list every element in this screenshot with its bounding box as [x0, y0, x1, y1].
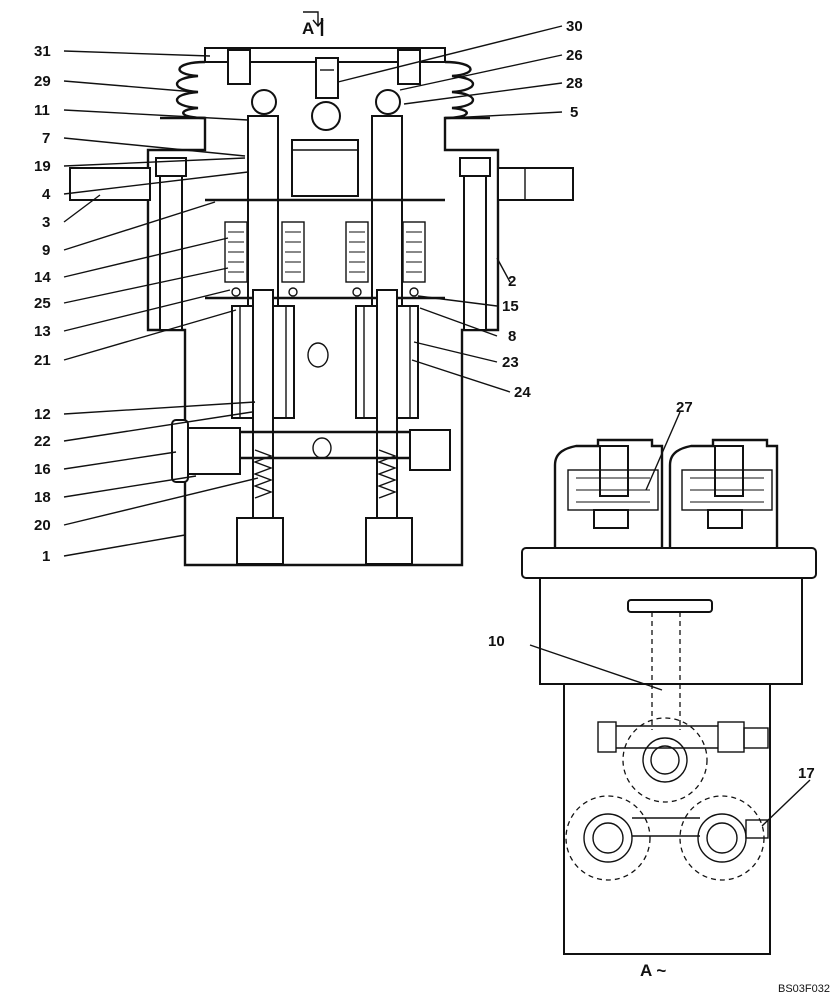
flange-left [69, 167, 151, 201]
flange-right [497, 167, 574, 201]
label-10: 10 [488, 633, 505, 650]
view-marker-bottom: A ~ [640, 961, 666, 980]
boot-left [176, 60, 206, 120]
label-13: 13 [34, 323, 51, 340]
center-guide [291, 139, 359, 197]
label-1: 1 [42, 548, 50, 565]
label-22: 22 [34, 433, 51, 450]
drawing-code: BS03F032 [778, 983, 830, 995]
label-18: 18 [34, 489, 51, 506]
plug-left [171, 419, 189, 483]
label-9: 9 [42, 242, 50, 259]
spool-left [252, 289, 274, 531]
label-19: 19 [34, 158, 51, 175]
ball-left [251, 89, 277, 115]
view-lower-body [563, 683, 771, 955]
label-15: 15 [502, 298, 519, 315]
label-16: 16 [34, 461, 51, 478]
plunger-left [247, 115, 279, 307]
label-26: 26 [566, 47, 583, 64]
label-31: 31 [34, 43, 51, 60]
label-2: 2 [508, 273, 516, 290]
port-circle-left [565, 795, 651, 881]
label-7: 7 [42, 130, 50, 147]
leader-lines [63, 25, 563, 557]
view-upper-body [539, 577, 803, 685]
port-right [365, 517, 413, 565]
label-21: 21 [34, 352, 51, 369]
plunger-right [371, 115, 403, 307]
ball-right [375, 89, 401, 115]
label-5: 5 [570, 104, 578, 121]
label-20: 20 [34, 517, 51, 534]
label-14: 14 [34, 269, 51, 286]
return-spring-right [377, 449, 397, 499]
part-labels: 31 29 11 7 19 4 3 9 14 25 13 21 12 22 16… [34, 18, 815, 782]
main-section-view: A [69, 11, 574, 567]
label-12: 12 [34, 406, 51, 423]
boot-right [444, 60, 474, 120]
return-spring-left [253, 449, 273, 499]
view-flange [521, 547, 817, 579]
label-25: 25 [34, 295, 51, 312]
port-circle-center [622, 717, 708, 803]
port-left [236, 517, 284, 565]
label-24: 24 [514, 384, 531, 401]
bolt-head-right [459, 157, 491, 177]
label-27: 27 [676, 399, 693, 416]
view-marker-top: A [302, 19, 314, 38]
cap-right [668, 438, 779, 548]
label-30: 30 [566, 18, 583, 35]
section-view-a [521, 411, 817, 955]
housing-outline [146, 116, 500, 567]
cam-center [311, 101, 341, 131]
spool-right [376, 289, 398, 531]
label-11: 11 [34, 102, 50, 119]
label-28: 28 [566, 75, 583, 92]
label-29: 29 [34, 73, 51, 90]
label-3: 3 [42, 214, 50, 231]
label-4: 4 [42, 186, 51, 203]
label-23: 23 [502, 354, 519, 371]
spring-set [224, 221, 426, 283]
cap-left [553, 438, 664, 548]
label-17: 17 [798, 765, 815, 782]
label-8: 8 [508, 328, 516, 345]
